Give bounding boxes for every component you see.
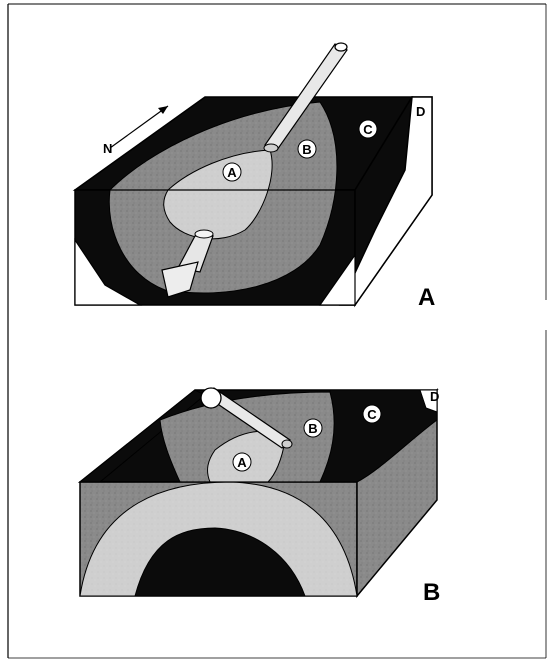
panel-a-label-d: D [416,104,425,119]
svg-text:A: A [237,455,247,470]
panel-a-title: A [418,284,435,311]
panel-b-title: B [423,579,440,606]
panel-b-diagram: A B C D B [80,388,440,606]
panel-a-diagram: N A B C D A [75,43,435,311]
panel-a-label-c: C [359,120,377,138]
panel-b-label-a: A [233,453,251,471]
panel-a-label-b: B [298,140,316,158]
panel-b-label-b: B [304,419,322,437]
svg-text:B: B [302,142,311,157]
svg-text:C: C [367,407,377,422]
panel-b-label-d: D [430,389,439,404]
svg-text:B: B [308,421,317,436]
panel-b-label-c: C [363,405,381,423]
north-label: N [103,141,112,156]
svg-text:C: C [363,122,373,137]
panel-a-label-a: A [223,163,241,181]
svg-text:A: A [227,165,237,180]
